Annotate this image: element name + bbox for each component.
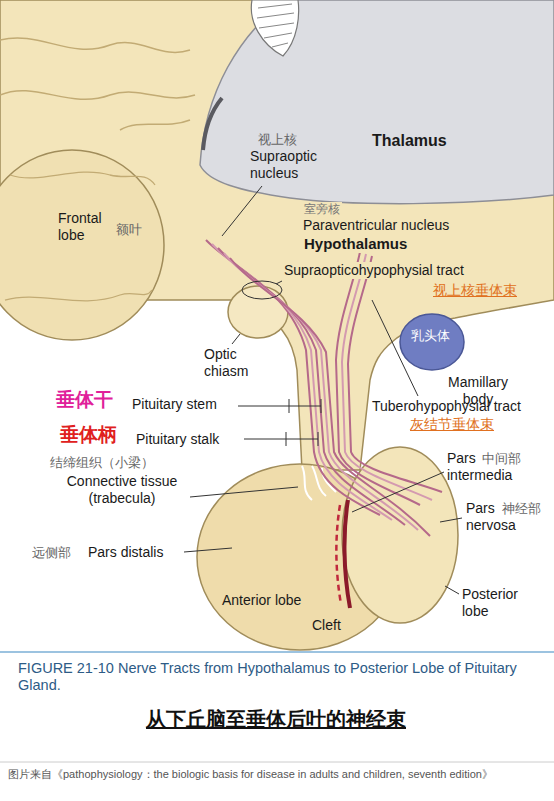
part-label: Pars distalis xyxy=(88,544,163,561)
leader-line xyxy=(440,518,462,522)
part-label: Posterior lobe xyxy=(462,586,524,619)
gyrus-line xyxy=(0,91,195,100)
chinese-highlight: 垂体柄 xyxy=(60,424,117,446)
frontal-lobe-shape xyxy=(0,150,164,340)
stalk-bracket xyxy=(244,432,318,446)
source-note: 图片来自《pathophysiology：the biologic basis … xyxy=(8,768,548,781)
tract-label: Supraopticohypophysial tract xyxy=(282,262,466,279)
chinese-label: 视上核 xyxy=(256,132,299,147)
figure-caption: FIGURE 21-10 Nerve Tracts from Hypothala… xyxy=(18,660,538,694)
supraoptic-tract xyxy=(206,240,430,536)
caption-rule xyxy=(0,651,554,653)
leader-line xyxy=(222,186,262,236)
cleft-line xyxy=(336,505,341,604)
part-label: Supraoptic nucleus xyxy=(248,148,344,181)
leader-line xyxy=(445,586,459,594)
source-rule xyxy=(0,762,554,763)
pars-intermedia-strip xyxy=(344,500,350,608)
tract-ring xyxy=(242,281,282,299)
part-label: Connective tissue (trabecula) xyxy=(62,473,182,506)
nerve-fiber xyxy=(342,254,432,500)
paraventricular-tract xyxy=(336,252,442,505)
nerve-fiber xyxy=(224,253,418,530)
leader-line xyxy=(276,281,282,284)
part-label: Anterior lobe xyxy=(220,592,303,609)
chinese-label: 中间部 xyxy=(482,451,521,466)
brain-tissue xyxy=(0,0,554,470)
stem-bracket xyxy=(238,399,321,413)
part-label: Paraventricular nucleus xyxy=(301,217,451,234)
chinese-label: 结缔组织（小梁） xyxy=(50,455,154,470)
part-label: Pituitary stalk xyxy=(136,431,219,448)
region-label: Thalamus xyxy=(370,132,449,151)
gyrus-line xyxy=(5,290,152,301)
choroid-stripes xyxy=(257,4,294,47)
part-label: Pituitary stem xyxy=(132,396,217,413)
chinese-tract-label: 灰结节垂体束 xyxy=(410,416,494,433)
chinese-label: 额叶 xyxy=(114,222,144,237)
chinese-tract-label: 视上核垂体束 xyxy=(431,282,519,299)
leader-line xyxy=(352,472,444,512)
chinese-highlight: 垂体干 xyxy=(56,389,113,411)
tract-label: Tuberohypophysial tract xyxy=(372,398,522,415)
thalamus-shadow xyxy=(203,98,222,150)
mamillary-body-shape xyxy=(400,314,464,370)
nerve-fiber xyxy=(348,256,442,492)
figure-title: 从下丘脑至垂体后叶的神经束 xyxy=(0,708,553,732)
part-label: Frontal lobe xyxy=(56,210,115,243)
leader-line xyxy=(372,300,418,396)
leader-line xyxy=(232,334,240,344)
region-label: Hypothalamus xyxy=(302,235,409,253)
chinese-label: 乳头体 xyxy=(411,328,450,343)
part-label: Cleft xyxy=(310,617,343,634)
chinese-label: 室旁核 xyxy=(302,202,342,216)
gyrus-line xyxy=(0,38,190,52)
optic-chiasm-shape xyxy=(228,286,288,338)
gyrus-line xyxy=(10,172,155,185)
leader-line xyxy=(184,548,232,552)
chinese-label: 远侧部 xyxy=(32,545,71,560)
choroid-plexus xyxy=(251,0,298,56)
leader-line xyxy=(190,487,298,497)
chinese-label: 神经部 xyxy=(502,501,541,516)
thalamus-shape xyxy=(200,0,554,204)
gyrus-line xyxy=(120,120,190,130)
part-label: Optic chiasm xyxy=(204,346,264,379)
leader-lines xyxy=(184,186,462,594)
